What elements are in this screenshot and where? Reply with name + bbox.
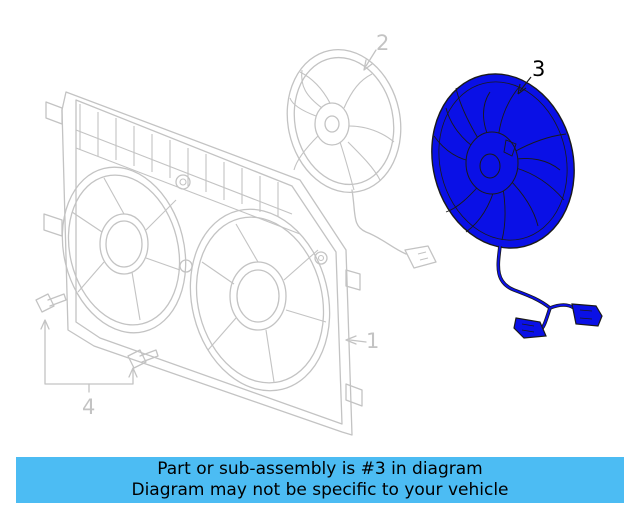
callout-3: 3 (532, 57, 546, 81)
callout-2: 2 (376, 31, 390, 55)
banner-line-1: Part or sub-assembly is #3 in diagram (157, 459, 483, 479)
callout-1: 1 (366, 329, 380, 353)
banner-line-2: Diagram may not be specific to your vehi… (131, 480, 509, 500)
fan-shroud-part-1 (43, 91, 363, 436)
bolts-part-4 (35, 293, 159, 393)
leader-lines (345, 49, 532, 345)
info-banner: Part or sub-assembly is #3 in diagram Di… (16, 457, 624, 503)
fan-part-2 (286, 48, 437, 269)
callout-4: 4 (82, 395, 96, 419)
fan-assembly-part-3 (431, 73, 603, 339)
parts-diagram (35, 48, 603, 436)
